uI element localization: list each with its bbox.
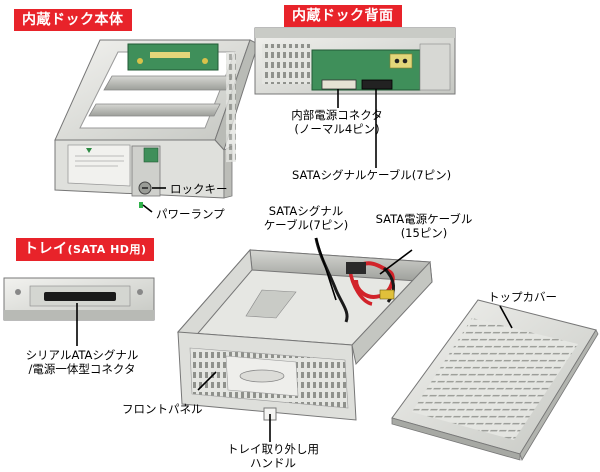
- internal-power-connector-line1: 内部電源コネクタ: [291, 108, 383, 122]
- dock-body-title-text: 内蔵ドック本体: [22, 12, 124, 28]
- sata-signal-cable-tray-line2: ケーブル(7ピン): [263, 218, 349, 232]
- tray-handle-line1: トレイ取り外し用: [227, 442, 319, 456]
- sata-signal-cable-tray-line1: SATAシグナル: [268, 204, 344, 218]
- sata-signal-cable-back-label: SATAシグナルケーブル(7ピン): [292, 168, 452, 182]
- tray-handle-line2: ハンドル: [250, 456, 296, 470]
- tray-title-text: トレイ: [24, 241, 68, 257]
- serial-ata-connector-label: シリアルATAシグナル /電源一体型コネクタ: [12, 348, 152, 376]
- dock-back-title-text: 内蔵ドック背面: [292, 8, 394, 24]
- internal-power-connector-label: 内部電源コネクタ (ノーマル4ピン): [276, 108, 398, 136]
- dock-body-title: 内蔵ドック本体: [14, 9, 132, 31]
- tray-handle-label: トレイ取り外し用 ハンドル: [220, 442, 326, 470]
- top-cover-illustration: [391, 299, 599, 461]
- internal-power-connector-line2: (ノーマル4ピン): [294, 122, 380, 136]
- tray-title: トレイ(SATA HD用): [16, 238, 155, 261]
- sata-power-cable-line1: SATA電源ケーブル: [375, 212, 473, 226]
- tray-illustration: [176, 237, 433, 442]
- sata-signal-cable-tray-label: SATAシグナル ケーブル(7ピン): [256, 204, 356, 232]
- top-cover-label: トップカバー: [488, 290, 557, 304]
- tray-connector-illustration: [3, 277, 155, 346]
- lock-key-label: ロックキー: [170, 182, 228, 196]
- dock-back-title: 内蔵ドック背面: [284, 5, 402, 27]
- dock-back-illustration: [254, 27, 456, 168]
- front-panel-label: フロントパネル: [122, 402, 203, 416]
- serial-ata-connector-line1: シリアルATAシグナル: [25, 348, 139, 362]
- tray-title-sub: (SATA HD用): [67, 243, 147, 256]
- sata-power-cable-label: SATA電源ケーブル (15ピン): [366, 212, 482, 240]
- sata-power-cable-line2: (15ピン): [400, 226, 448, 240]
- dock-body-illustration: [54, 39, 259, 213]
- power-lamp-label: パワーランプ: [156, 207, 225, 221]
- serial-ata-connector-line2: /電源一体型コネクタ: [28, 362, 136, 376]
